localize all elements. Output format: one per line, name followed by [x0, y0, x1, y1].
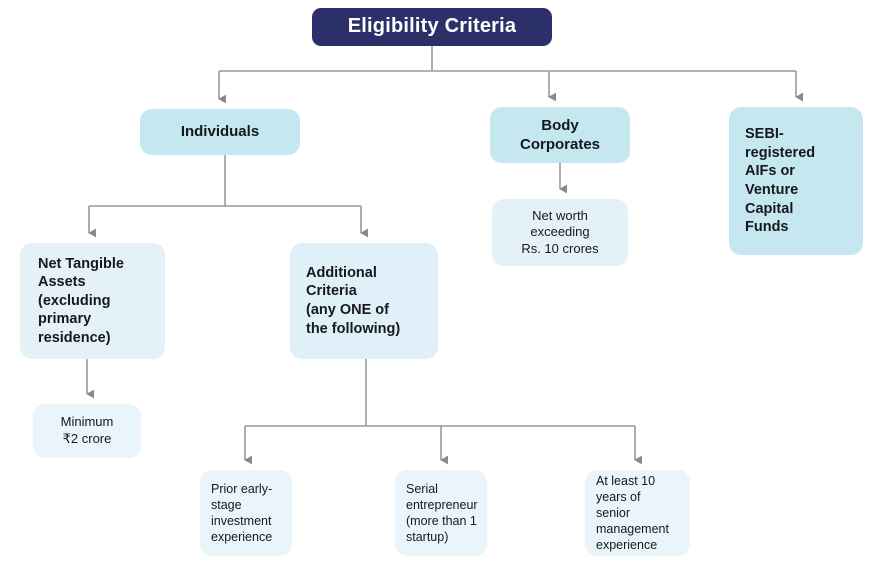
node-senior-management-experience[interactable]: At least 10 years of senior management e… [585, 470, 690, 556]
node-individuals[interactable]: Individuals [140, 109, 300, 155]
node-serial-entrepreneur[interactable]: Serial entrepreneur (more than 1 startup… [395, 470, 487, 556]
node-net-tangible-assets[interactable]: Net Tangible Assets (excluding primary r… [20, 243, 165, 359]
node-sebi-registered-aifs[interactable]: SEBI- registered AIFs or Venture Capital… [729, 107, 863, 255]
node-early-stage-investment[interactable]: Prior early- stage investment experience [200, 470, 292, 556]
node-body-corporates[interactable]: Body Corporates [490, 107, 630, 163]
node-eligibility-criteria[interactable]: Eligibility Criteria [312, 8, 552, 46]
node-net-worth-exceeding[interactable]: Net worth exceeding Rs. 10 crores [492, 199, 628, 266]
node-additional-criteria[interactable]: Additional Criteria (any ONE of the foll… [290, 243, 438, 359]
node-minimum-two-crore[interactable]: Minimum ₹2 crore [33, 404, 141, 458]
